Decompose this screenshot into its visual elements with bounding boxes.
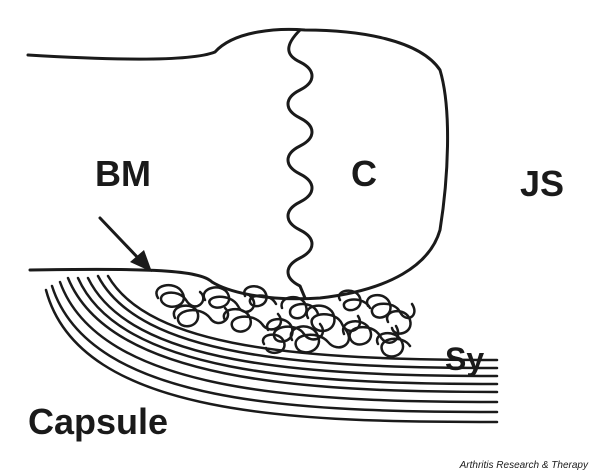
arrow-indicator bbox=[98, 216, 152, 272]
synovium-scribbles bbox=[155, 283, 416, 358]
tidemark-wavy-line bbox=[286, 28, 314, 300]
label-cartilage: C bbox=[351, 153, 377, 194]
credit-text: Arthritis Research & Therapy bbox=[459, 460, 589, 471]
label-synovium: Sy bbox=[445, 341, 484, 377]
label-capsule: Capsule bbox=[28, 401, 168, 442]
capsule-fibres bbox=[44, 274, 499, 424]
label-bone-marrow: BM bbox=[95, 153, 151, 194]
bone-outline bbox=[26, 27, 450, 301]
label-joint-space: JS bbox=[520, 163, 564, 204]
